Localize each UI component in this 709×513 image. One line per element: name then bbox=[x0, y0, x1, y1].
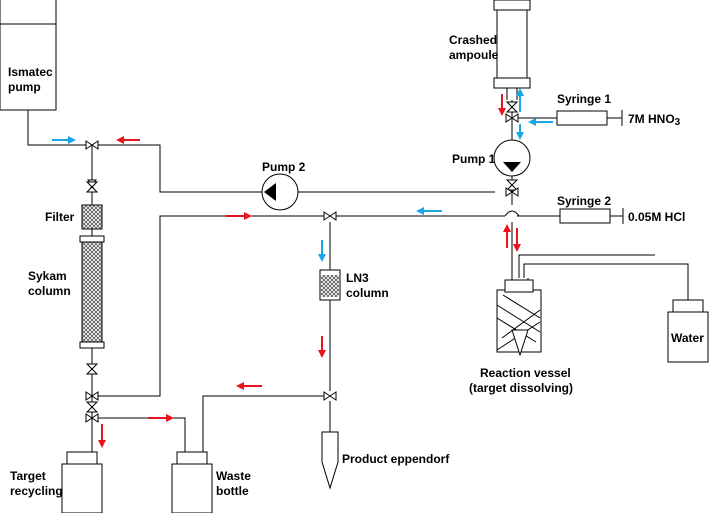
crashed-ampoule bbox=[493, 0, 531, 100]
sykam-label-2: column bbox=[28, 284, 71, 298]
filter bbox=[81, 204, 103, 230]
product-eppendorf bbox=[321, 431, 339, 490]
valves bbox=[85, 101, 519, 423]
ismatec-pump bbox=[0, 0, 57, 111]
reaction-label-1: Reaction vessel bbox=[480, 366, 571, 380]
ln3-label-1: LN3 bbox=[346, 271, 369, 285]
waste-label-2: bottle bbox=[216, 484, 249, 498]
reaction-vessel bbox=[496, 279, 542, 357]
waste-bottle bbox=[171, 451, 213, 513]
syringe-1-shape bbox=[556, 110, 623, 126]
syringe-1-label: Syringe 1 bbox=[557, 92, 611, 106]
ln3-column bbox=[319, 269, 341, 301]
pump-2-icon bbox=[261, 173, 299, 211]
filter-label: Filter bbox=[45, 210, 75, 224]
blue-arrows bbox=[52, 88, 553, 262]
ismatec-label-2: pump bbox=[8, 80, 41, 94]
waste-label-1: Waste bbox=[216, 469, 251, 483]
pump-1-icon bbox=[493, 139, 531, 177]
syringe-2-shape bbox=[559, 208, 624, 224]
product-label: Product eppendorf bbox=[342, 452, 450, 466]
crashed-label-1: Crashed bbox=[449, 33, 497, 47]
sykam-column bbox=[79, 235, 105, 349]
sykam-label-1: Sykam bbox=[28, 269, 67, 283]
target-label-2: recycling bbox=[10, 484, 63, 498]
tubing bbox=[27, 100, 689, 452]
crashed-label-2: ampoule bbox=[449, 48, 499, 62]
target-recycling-bottle bbox=[61, 451, 103, 513]
pump-2-label: Pump 2 bbox=[262, 160, 306, 174]
syringe-2-label: Syringe 2 bbox=[557, 194, 611, 208]
hcl-label: 0.05M HCl bbox=[628, 210, 685, 224]
red-arrows bbox=[98, 94, 521, 448]
pump-1-label: Pump 1 bbox=[452, 152, 496, 166]
water-bottle bbox=[667, 299, 709, 363]
ln3-label-2: column bbox=[346, 286, 389, 300]
hno3-label: 7M HNO3 bbox=[628, 112, 681, 128]
ismatec-label-1: Ismatec bbox=[8, 65, 53, 79]
target-label-1: Target bbox=[10, 469, 46, 483]
reaction-label-2: (target dissolving) bbox=[469, 381, 573, 395]
labels: Ismatec pump Crashed ampoule Syringe 1 7… bbox=[8, 33, 704, 498]
water-label: Water bbox=[671, 331, 704, 345]
